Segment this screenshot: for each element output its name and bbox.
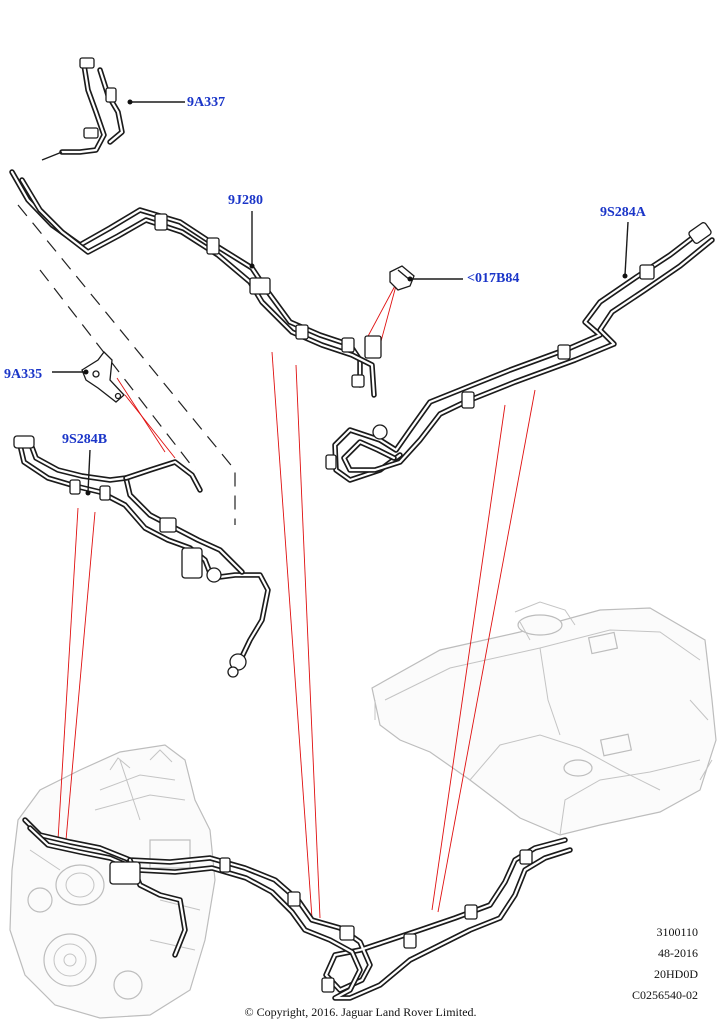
copyright-notice: © Copyright, 2016. Jaguar Land Rover Lim… xyxy=(244,1005,477,1019)
callout-9s284a[interactable]: 9S284A xyxy=(600,205,646,220)
callout-017b84[interactable]: <017B84 xyxy=(467,271,520,286)
callout-9a337[interactable]: 9A337 xyxy=(187,95,226,110)
reference-block: 3100110 48-2016 20HD0D C0256540-02 xyxy=(632,922,698,1006)
callout-9s284b[interactable]: 9S284B xyxy=(62,432,108,447)
part-9s284b-pipe[interactable] xyxy=(13,435,271,678)
inset-dashed-outline xyxy=(17,204,236,525)
part-9s284a-pipe[interactable] xyxy=(325,222,715,483)
callout-leaders xyxy=(52,99,629,496)
reference-line-2: 48-2016 xyxy=(658,946,698,960)
part-9a337-pipe[interactable] xyxy=(41,57,125,161)
part-9j280-pipe[interactable] xyxy=(9,169,382,398)
fuel-tank-ghost xyxy=(371,601,717,836)
reference-line-3: 20HD0D xyxy=(654,967,698,981)
reference-line-4: C0256540-02 xyxy=(632,988,698,1002)
callout-9a335[interactable]: 9A335 xyxy=(4,367,43,382)
installed-fuel-lines xyxy=(22,817,573,1001)
callout-9j280[interactable]: 9J280 xyxy=(228,193,263,208)
reference-line-1: 3100110 xyxy=(656,925,698,939)
leader-lines xyxy=(57,281,536,919)
part-9a335-bracket[interactable] xyxy=(81,351,125,403)
